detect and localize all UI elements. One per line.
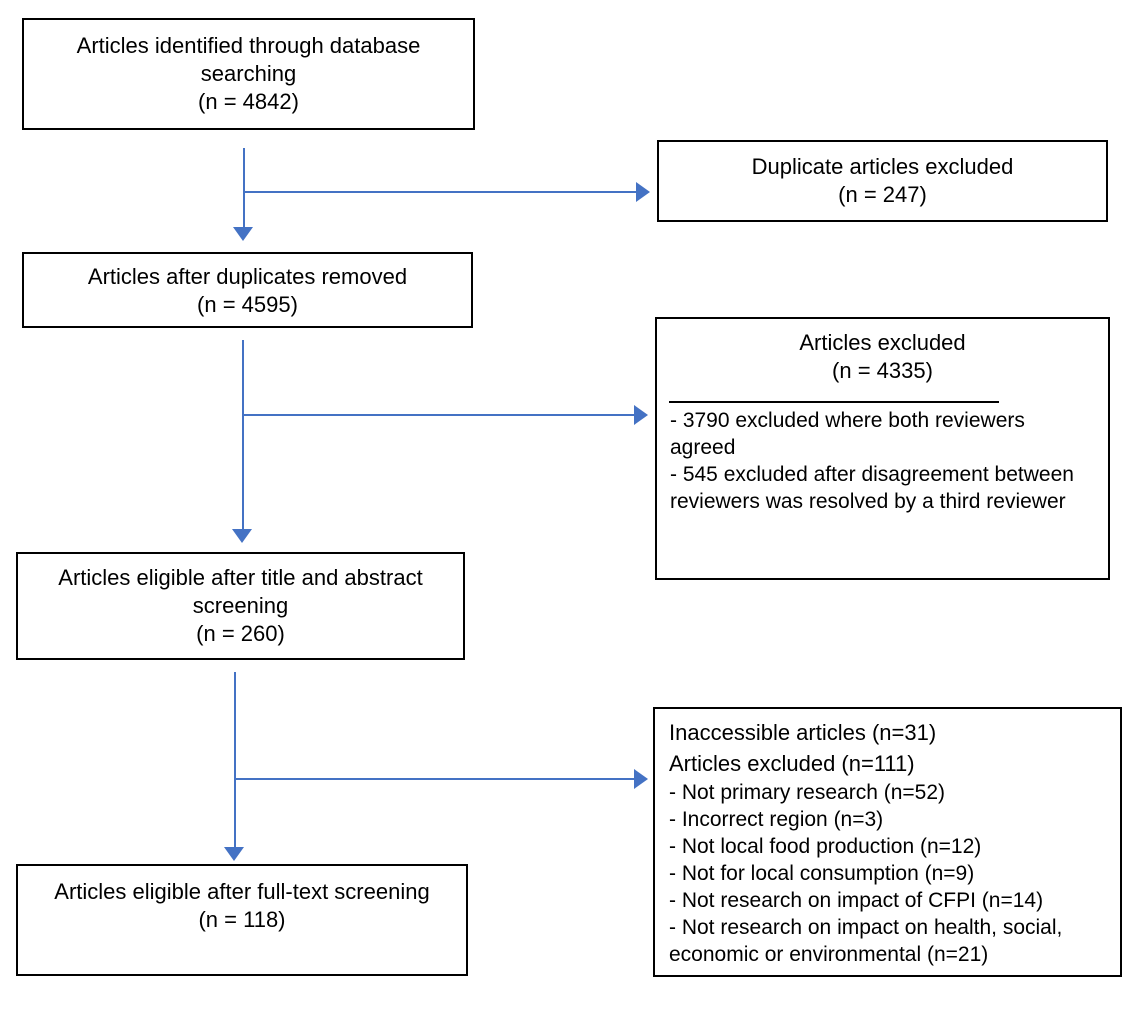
box-line: - 3790 excluded where both reviewers xyxy=(670,409,1025,432)
list-item: economic or environmental (n=21) xyxy=(669,943,989,966)
box-after-duplicates-removed: Articles after duplicates removed (n = 4… xyxy=(22,252,473,328)
box-line: Articles eligible after title and abstra… xyxy=(58,565,423,590)
connector-horizontal-2 xyxy=(243,414,634,416)
box-line: Articles eligible after full-text screen… xyxy=(54,879,430,904)
box-articles-identified: Articles identified through database sea… xyxy=(22,18,475,130)
box-line: (n = 118) xyxy=(198,907,286,932)
box-duplicates-excluded: Duplicate articles excluded (n = 247) xyxy=(657,140,1108,222)
box-eligible-title-abstract: Articles eligible after title and abstra… xyxy=(16,552,465,660)
arrowhead-right-1-icon xyxy=(636,182,650,202)
connector-vertical-1 xyxy=(243,148,245,228)
box-details: - 3790 excluded where both reviewers agr… xyxy=(657,407,1108,515)
connector-horizontal-3 xyxy=(235,778,634,780)
connector-vertical-2 xyxy=(242,340,244,530)
list-item: - Not primary research (n=52) xyxy=(669,781,946,804)
box-line: Articles after duplicates removed xyxy=(87,264,408,289)
arrowhead-down-1-icon xyxy=(233,227,253,241)
box-articles-excluded-fulltext: Inaccessible articles (n=31) Articles ex… xyxy=(653,707,1122,977)
box-line: (n = 260) xyxy=(196,621,285,646)
separator-line xyxy=(669,401,999,403)
box-line: (n = 4335) xyxy=(832,358,933,383)
box-eligible-fulltext: Articles eligible after full-text screen… xyxy=(16,864,468,976)
box-line: reviewers was resolved by a third review… xyxy=(670,490,1066,513)
box-line: (n = 247) xyxy=(838,182,927,207)
arrowhead-right-2-icon xyxy=(634,405,648,425)
list-item: - Incorrect region (n=3) xyxy=(669,808,884,831)
box-line: Duplicate articles excluded xyxy=(751,154,1014,179)
box-heading: Inaccessible articles (n=31) Articles ex… xyxy=(669,717,1110,779)
box-articles-excluded-screening: Articles excluded (n = 4335) - 3790 excl… xyxy=(655,317,1110,580)
connector-vertical-3 xyxy=(234,672,236,848)
arrowhead-right-3-icon xyxy=(634,769,648,789)
box-line: - 545 excluded after disagreement betwee… xyxy=(670,463,1074,486)
box-line: Articles excluded xyxy=(799,330,966,355)
box-heading: Articles excluded (n = 4335) xyxy=(657,319,1108,385)
list-item: - Not local food production (n=12) xyxy=(669,835,982,858)
list-item: - Not research on impact of CFPI (n=14) xyxy=(669,889,1044,912)
list-item: - Not for local consumption (n=9) xyxy=(669,862,975,885)
arrowhead-down-2-icon xyxy=(232,529,252,543)
box-line: (n = 4842) xyxy=(198,89,299,114)
box-line: (n = 4595) xyxy=(197,292,298,317)
box-line: Inaccessible articles (n=31) xyxy=(669,720,937,745)
connector-horizontal-1 xyxy=(244,191,636,193)
box-line: Articles identified through database xyxy=(76,33,421,58)
box-line: screening xyxy=(192,593,289,618)
box-item-list: - Not primary research (n=52) - Incorrec… xyxy=(669,779,1110,968)
box-line: searching xyxy=(200,61,297,86)
box-line: agreed xyxy=(670,436,736,459)
arrowhead-down-3-icon xyxy=(224,847,244,861)
box-line: Articles excluded (n=111) xyxy=(669,751,915,776)
list-item: - Not research on impact on health, soci… xyxy=(669,916,1063,939)
